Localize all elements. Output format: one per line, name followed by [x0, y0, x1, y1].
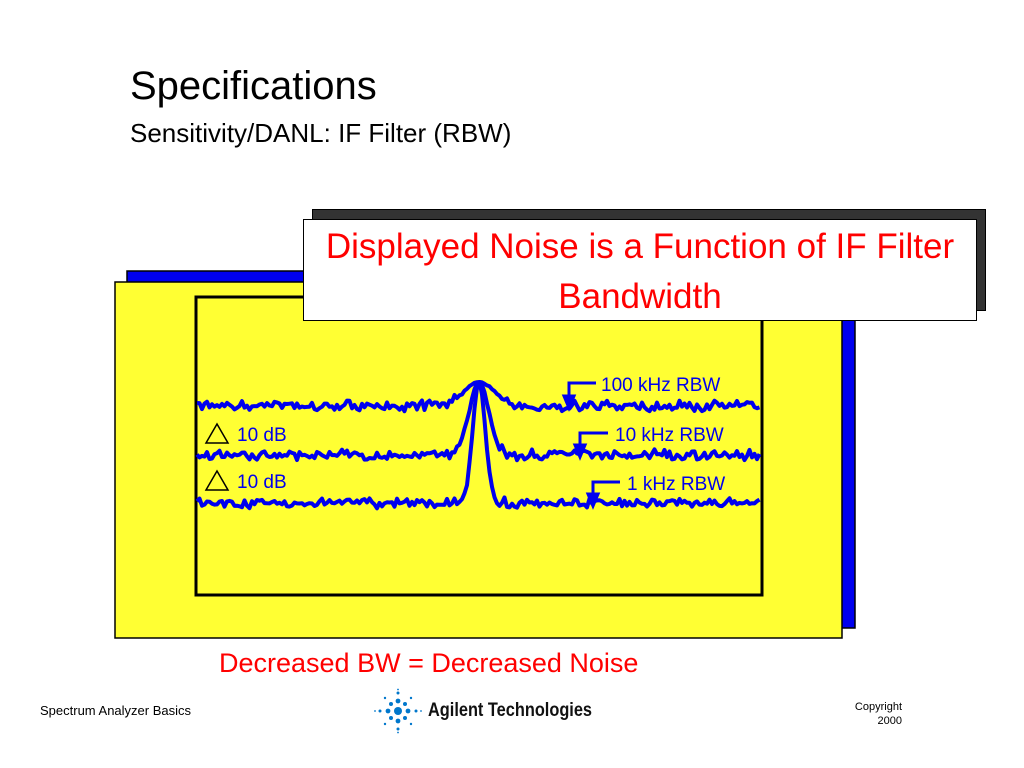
company-name: Agilent Technologies [428, 700, 593, 721]
copyright-year: 2000 [877, 715, 902, 727]
copyright-label: Copyright [854, 701, 902, 713]
footer-course-title: Spectrum Analyzer Basics [40, 703, 192, 718]
label-delta-10db-upper: 10 dB [237, 425, 287, 446]
label-delta-10db-lower: 10 dB [237, 472, 287, 493]
slide-subtitle: Sensitivity/DANL: IF Filter (RBW) [130, 118, 512, 148]
display-panel [114, 281, 843, 639]
label-100khz-rbw: 100 kHz RBW [601, 375, 720, 396]
leader-10k [572, 431, 608, 461]
label-10khz-rbw: 10 kHz RBW [615, 425, 724, 446]
copyright: Copyright 2000 [820, 700, 902, 728]
delta-icon [204, 469, 230, 491]
label-1khz-rbw: 1 kHz RBW [627, 474, 725, 495]
callout-box: Displayed Noise is a Function of IF Filt… [303, 219, 977, 321]
agilent-spark-icon [374, 688, 422, 734]
agilent-logo: Agilent Technologies [372, 688, 612, 734]
trace-1khz-rbw [195, 380, 761, 511]
leader-1k [585, 480, 620, 510]
caption: Decreased BW = Decreased Noise [219, 648, 639, 678]
leader-100k [561, 381, 596, 412]
slide-title: Specifications [130, 64, 377, 108]
delta-icon [204, 422, 230, 444]
